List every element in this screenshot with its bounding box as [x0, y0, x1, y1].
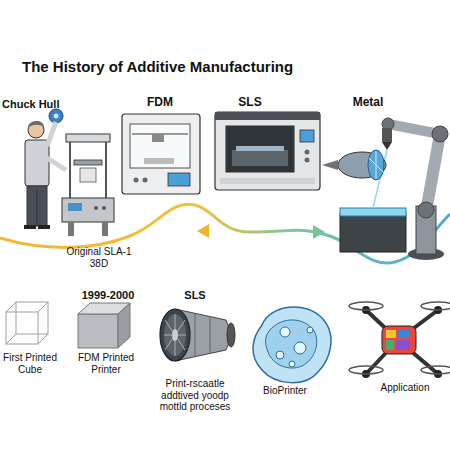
timeline-item: FDM — [115, 95, 205, 200]
item-heading: SLS — [205, 96, 295, 110]
title: The History of Additive Manufacturing — [22, 58, 293, 75]
item-heading: 1999-2000 — [68, 289, 148, 302]
timeline-item: Application — [345, 290, 450, 400]
item-heading: Metal — [325, 96, 411, 110]
timeline-item: SLS Print-rscaatle addtived yoodp mottld … — [148, 288, 243, 416]
solid-cube — [78, 303, 130, 348]
item-caption: FDM Printed Printer — [68, 352, 144, 375]
person-figure — [24, 109, 66, 229]
item-heading: Application — [360, 382, 450, 394]
timeline-item: SLS — [205, 95, 325, 195]
sls-machine — [215, 112, 320, 190]
item-heading: FDM — [115, 96, 205, 110]
timeline-item: BioPrinter — [245, 305, 333, 400]
item-heading: BioPrinter — [245, 385, 325, 397]
item-heading: Chuck Hull — [2, 98, 72, 111]
timeline-item: Chuck HullOriginal SLA-1 38D — [0, 95, 140, 275]
fdm-machine — [122, 114, 200, 194]
wireframe-cube — [6, 302, 48, 344]
item-heading: SLS — [150, 289, 240, 302]
timeline-item: First Printed Cube — [0, 295, 64, 380]
item-caption: Original SLA-1 38D — [60, 246, 138, 269]
metal-robot — [322, 118, 448, 260]
item-heading: First Printed Cube — [0, 352, 60, 375]
timeline-item: Metal — [325, 95, 450, 260]
jet-engine — [160, 309, 235, 361]
sla-printer — [62, 134, 114, 236]
drone — [349, 302, 450, 378]
item-caption: Print-rscaatle addtived yoodp mottld pro… — [150, 378, 240, 413]
bio-tissue — [253, 307, 331, 383]
timeline-item: 1999-2000FDM Printed Printer — [68, 288, 148, 383]
